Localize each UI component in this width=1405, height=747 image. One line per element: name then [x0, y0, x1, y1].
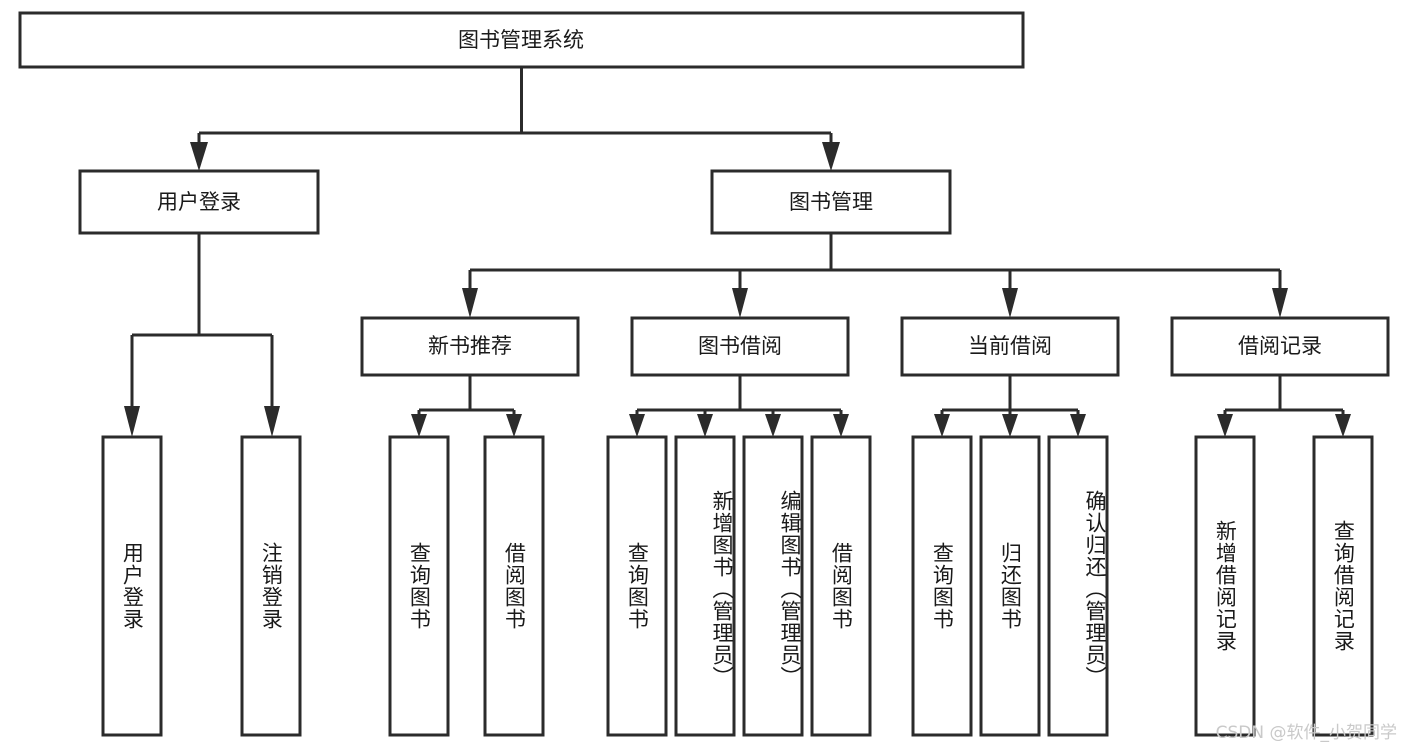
arrowhead-leaf-confirm-return	[1070, 414, 1086, 437]
node-current-borrow-label: 当前借阅	[968, 334, 1052, 358]
node-book-borrow[interactable]: 图书借阅	[630, 316, 850, 377]
node-new-book-rec-label: 新书推荐	[428, 334, 512, 358]
node-root[interactable]: 图书管理系统	[18, 11, 1025, 69]
connector-group-user-login	[124, 233, 280, 437]
node-user-login-box[interactable]	[78, 169, 320, 235]
arrowhead-borrow-record	[1272, 288, 1288, 318]
node-root-box[interactable]	[18, 11, 1025, 69]
arrowhead-leaf-user-login	[124, 406, 140, 437]
node-borrow-record-box[interactable]	[1170, 316, 1390, 377]
node-book-manage-label: 图书管理	[789, 190, 873, 214]
node-root-label: 图书管理系统	[458, 28, 584, 52]
leaf-box-query-record[interactable]	[1312, 435, 1374, 737]
arrowhead-leaf-query-book	[629, 414, 645, 437]
connector-group-borrow-record	[1217, 375, 1351, 437]
arrowhead-user-login	[190, 142, 208, 171]
arrowhead-current-borrow	[1002, 288, 1018, 318]
node-current-borrow-box[interactable]	[900, 316, 1120, 377]
arrowhead-leaf-add-record	[1217, 414, 1233, 437]
connector-group-root	[190, 67, 840, 171]
arrowhead-leaf-add-book	[697, 414, 713, 437]
node-new-book-rec[interactable]: 新书推荐	[360, 316, 580, 377]
connector-group-new-book-rec	[411, 375, 522, 437]
leaf-box-logout[interactable]	[240, 435, 302, 737]
leaf-box-query-book-rec[interactable]	[388, 435, 450, 737]
node-book-manage-box[interactable]	[710, 169, 952, 235]
leaf-box-group	[101, 435, 1374, 737]
leaf-box-add-book[interactable]	[674, 435, 736, 737]
node-book-manage[interactable]: 图书管理	[710, 169, 952, 235]
node-user-login-label: 用户登录	[157, 190, 241, 214]
arrowhead-leaf-borrow-book-rec	[506, 414, 522, 437]
connector-group-book-manage	[462, 233, 1288, 318]
arrowhead-book-borrow	[732, 288, 748, 318]
arrowhead-leaf-return-book	[1002, 414, 1018, 437]
arrowhead-book-manage	[822, 142, 840, 171]
connector-group-book-borrow	[629, 375, 849, 437]
arrowhead-leaf-query-record	[1335, 414, 1351, 437]
arrowhead-leaf-edit-book	[765, 414, 781, 437]
arrowhead-leaf-query-book-cur	[934, 414, 950, 437]
leaf-box-borrow-book[interactable]	[810, 435, 872, 737]
connector-group-current-borrow	[934, 375, 1086, 437]
node-new-book-rec-box[interactable]	[360, 316, 580, 377]
leaf-box-add-record[interactable]	[1194, 435, 1256, 737]
csdn-watermark: CSDN @软件_小贺同学	[1215, 723, 1397, 743]
node-current-borrow[interactable]: 当前借阅	[900, 316, 1120, 377]
arrowhead-leaf-logout	[264, 406, 280, 437]
node-user-login[interactable]: 用户登录	[78, 169, 320, 235]
node-book-borrow-label: 图书借阅	[698, 334, 782, 358]
leaf-box-user-login[interactable]	[101, 435, 163, 737]
arrowhead-leaf-borrow-book	[833, 414, 849, 437]
leaf-box-return-book[interactable]	[979, 435, 1041, 737]
leaf-box-query-book-cur[interactable]	[911, 435, 973, 737]
node-borrow-record[interactable]: 借阅记录	[1170, 316, 1390, 377]
node-book-borrow-box[interactable]	[630, 316, 850, 377]
leaf-box-edit-book[interactable]	[742, 435, 804, 737]
leaf-box-confirm-return[interactable]	[1047, 435, 1109, 737]
arrowhead-leaf-query-book-rec	[411, 414, 427, 437]
leaf-box-borrow-book-rec[interactable]	[483, 435, 545, 737]
leaf-box-query-book[interactable]	[606, 435, 668, 737]
node-borrow-record-label: 借阅记录	[1238, 334, 1322, 358]
arrowhead-new-book-rec	[462, 288, 478, 318]
